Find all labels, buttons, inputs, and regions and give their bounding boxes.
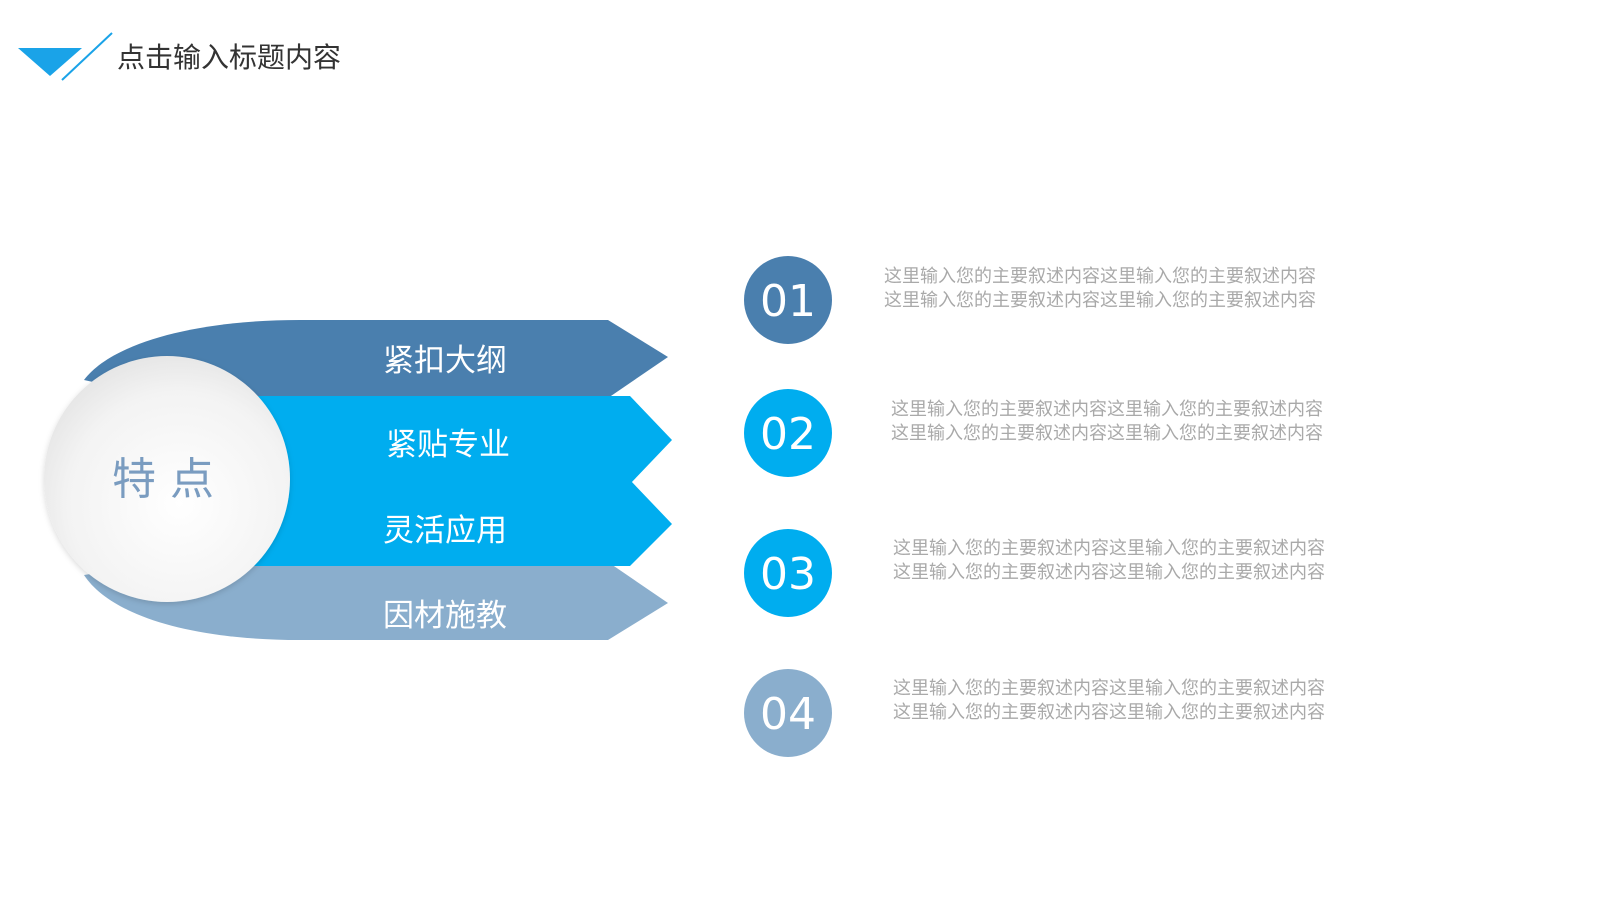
header-logo-icon [18,32,113,81]
item-3-text[interactable]: 这里输入您的主要叙述内容这里输入您的主要叙述内容 这里输入您的主要叙述内容这里输… [893,537,1393,585]
header: 点击输入标题内容 [0,0,700,100]
center-label: 特 点 [112,454,214,505]
item-4-line-2: 这里输入您的主要叙述内容这里输入您的主要叙述内容 [893,702,1325,723]
item-3-number: 03 [760,549,816,600]
center-circle [44,356,290,602]
item-3-line-2: 这里输入您的主要叙述内容这里输入您的主要叙述内容 [893,562,1325,583]
item-2-line-2: 这里输入您的主要叙述内容这里输入您的主要叙述内容 [891,423,1323,444]
item-1-line-2: 这里输入您的主要叙述内容这里输入您的主要叙述内容 [884,290,1316,311]
item-2-number: 02 [760,409,816,460]
item-1-number: 01 [760,276,816,327]
item-2-text[interactable]: 这里输入您的主要叙述内容这里输入您的主要叙述内容 这里输入您的主要叙述内容这里输… [891,398,1391,446]
item-1-text[interactable]: 这里输入您的主要叙述内容这里输入您的主要叙述内容 这里输入您的主要叙述内容这里输… [884,265,1384,313]
item-4-line-1: 这里输入您的主要叙述内容这里输入您的主要叙述内容 [893,678,1325,699]
item-4-number: 04 [760,689,816,740]
item-3-circle [744,529,832,617]
page-title[interactable]: 点击输入标题内容 [117,41,342,74]
item-4-circle [744,669,832,757]
band-3-label: 灵活应用 [383,513,507,549]
item-3-line-1: 这里输入您的主要叙述内容这里输入您的主要叙述内容 [893,538,1325,559]
numbers-column: 01 02 03 04 [744,256,832,757]
item-2-circle [744,389,832,477]
item-2-line-1: 这里输入您的主要叙述内容这里输入您的主要叙述内容 [891,399,1323,420]
item-1-line-1: 这里输入您的主要叙述内容这里输入您的主要叙述内容 [884,266,1316,287]
band-2-label: 紧贴专业 [386,427,510,463]
band-4-label: 因材施教 [383,598,507,634]
features-diagram: 特 点 紧扣大纲 紧贴专业 灵活应用 因材施教 [44,320,672,640]
band-2-shape [170,396,672,484]
band-3-shape [170,480,672,566]
band-1-label: 紧扣大纲 [383,343,507,379]
item-1-circle [744,256,832,344]
item-4-text[interactable]: 这里输入您的主要叙述内容这里输入您的主要叙述内容 这里输入您的主要叙述内容这里输… [893,677,1393,725]
